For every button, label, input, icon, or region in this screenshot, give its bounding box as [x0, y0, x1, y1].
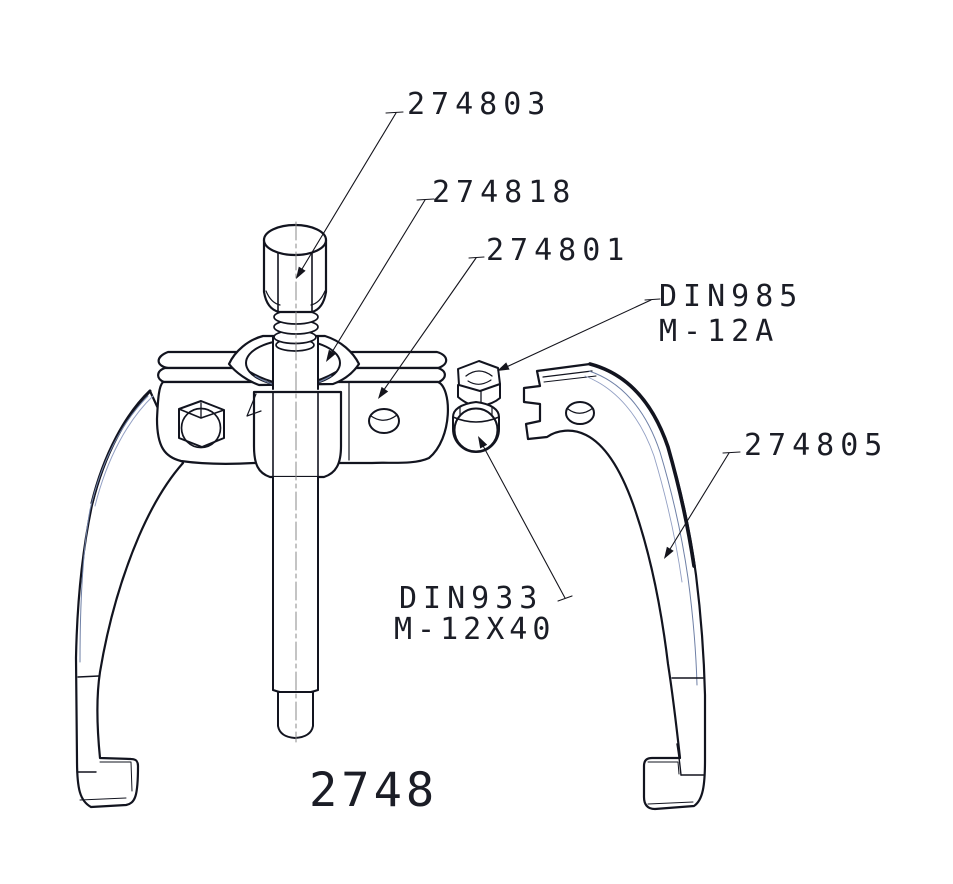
part-label-nut-size: M-12A [659, 314, 780, 349]
assembly-number-label: 2748 [309, 763, 439, 818]
left-jaw-drawing [74, 389, 185, 809]
part-label-bearing-collar: 274818 [432, 175, 577, 210]
hex-bolt-drawing [452, 401, 500, 453]
part-label-nut-standard: DIN985 [659, 279, 804, 314]
spindle-drawing [262, 221, 328, 743]
part-label-jaw: 274805 [744, 428, 889, 463]
part-label-crossbeam-body: 274801 [486, 233, 631, 268]
leader-lines [296, 111, 741, 602]
part-label-spindle: 274803 [407, 87, 552, 122]
part-label-bolt-standard: DIN933 [399, 581, 544, 616]
part-label-bolt-size: M-12X40 [394, 612, 556, 647]
right-jaw-drawing [522, 362, 707, 811]
crossbeam-drawing [155, 334, 449, 479]
hex-nut-drawing [457, 360, 501, 408]
